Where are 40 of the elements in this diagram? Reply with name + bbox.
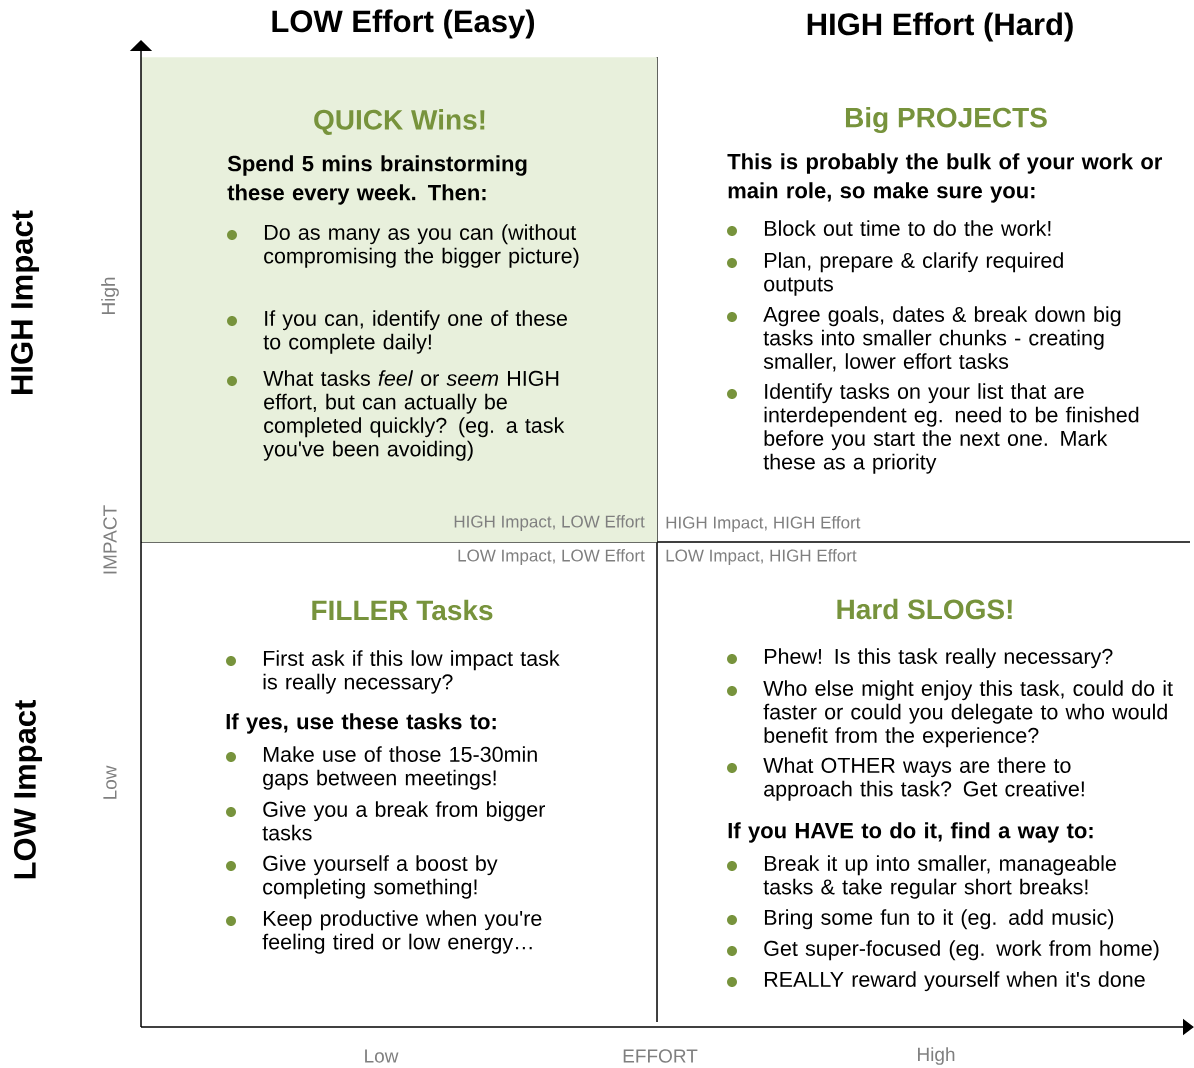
bullet-item: Agree goals, dates & break down big tasks into smaller chunks - creating smaller, lower effort tasks — [727, 306, 1121, 372]
bullet-item: Who else might enjoy this task, could do it faster or could you delegate to who would benefit from the experience? — [727, 680, 1173, 748]
bullet-item: Block out time to do the work! — [727, 220, 1051, 236]
row-heading: LOW Impact — [13, 700, 43, 879]
quadrant-heading: Big PROJECTS — [845, 106, 1047, 134]
axis-label: High — [918, 1047, 955, 1065]
quadrant-heading: Hard SLOGS! — [837, 598, 1012, 620]
bullet-item: First ask if this low impact task is really necessary? — [226, 650, 560, 694]
axis-label: Low — [365, 1049, 399, 1063]
quadrant-caption: LOW Impact, HIGH Effort — [666, 549, 857, 565]
intro-text: Spend 5 mins brainstorming these every week. Then: — [227, 155, 527, 205]
quadrant-caption: HIGH Impact, LOW Effort — [454, 515, 645, 531]
column-heading: HIGH Effort (Hard) — [807, 12, 1073, 42]
subheading: If you HAVE to do it, find a way to: — [728, 822, 1093, 843]
bullet-item: Break it up into smaller, manageable tasks & take regular short breaks! — [727, 855, 1116, 899]
bullet-item: REALLY reward yourself when it's done — [727, 971, 1145, 992]
bullet-item: Give you a break from bigger tasks — [226, 801, 545, 841]
quadrant-heading: FILLER Tasks — [312, 599, 493, 621]
bullet-item: What tasks feel or seem HIGH effort, but can actually be completed quickly? (eg. a task you've been avoiding) — [227, 370, 565, 461]
bullet-item: Plan, prepare & clarify required outputs — [727, 252, 1063, 296]
quadrant-caption: LOW Impact, LOW Effort — [458, 549, 645, 565]
row-heading: HIGH Impact — [10, 210, 40, 394]
bullet-item: Give yourself a boost by completing something! — [226, 855, 498, 899]
bullet-item: Do as many as you can (without compromising the bigger picture) — [227, 224, 579, 268]
bullet-item: Phew! Is this task really necessary? — [727, 648, 1113, 669]
bullet-item: What OTHER ways are there to approach this task? Get creative! — [727, 757, 1084, 801]
axis-label: IMPACT — [103, 505, 117, 574]
bullet-item: If you can, identify one of these to complete daily! — [227, 310, 567, 354]
bullet-item: Bring some fun to it (eg. add music) — [727, 909, 1114, 930]
axis-label: Low — [103, 765, 117, 799]
axis-label: EFFORT — [623, 1049, 698, 1063]
subheading: If yes, use these tasks to: — [226, 713, 496, 734]
quadrant-heading: QUICK Wins! — [314, 109, 485, 135]
bullet-item: Keep productive when you're feeling tired or low energy… — [226, 910, 542, 954]
bullet-item: Make use of those 15-30min gaps between meetings! — [226, 746, 537, 790]
axis-label: High — [101, 277, 119, 314]
intro-text: This is probably the bulk of your work or main role, so make sure you: — [727, 153, 1163, 203]
quadrant-caption: HIGH Impact, HIGH Effort — [666, 516, 861, 532]
bullet-item: Get super-focused (eg. work from home) — [727, 940, 1159, 961]
bullet-item: Identify tasks on your list that are interdependent eg. need to be finished before you start the next one. Mark these as a priority — [727, 383, 1139, 474]
